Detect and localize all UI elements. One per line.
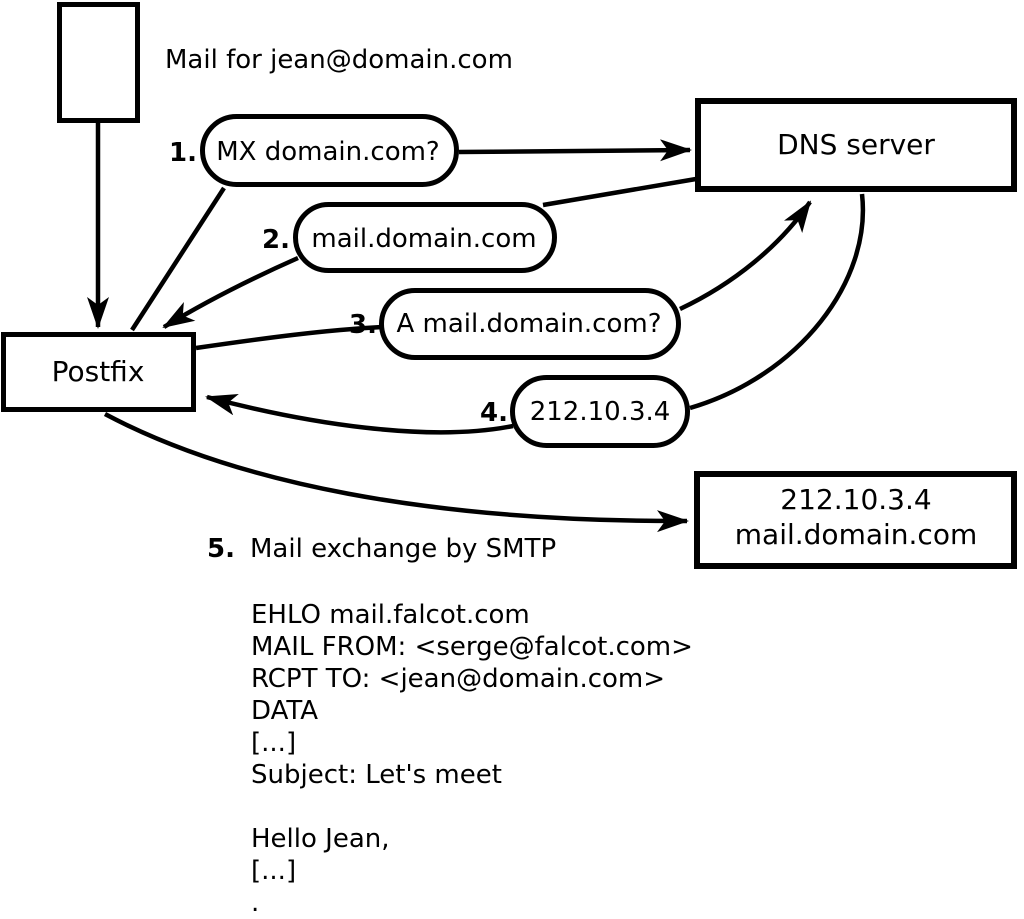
step1-number: 1. <box>169 138 197 168</box>
answer2-pill-shape <box>293 202 557 273</box>
dns-server-box <box>695 98 1017 192</box>
arrow-query1-to-dns <box>458 139 692 162</box>
answer4-pill-shape <box>510 375 690 448</box>
message-envelope-box <box>57 2 140 123</box>
step2-number: 2. <box>262 225 290 255</box>
step5-number: 5. <box>207 534 235 564</box>
step4-number: 4. <box>480 398 508 428</box>
query1-label: MX domain.com? <box>216 137 439 167</box>
mail-server-node: 212.10.3.4 mail.domain.com <box>694 471 1017 569</box>
postfix-label: Postfix <box>52 355 145 388</box>
smtp-line-terminator-dot: . <box>251 888 259 918</box>
step1-query-pill: 1. MX domain.com? <box>169 114 459 187</box>
step3-query-pill: 3. A mail.domain.com? <box>349 288 681 360</box>
mail-server-hostname: mail.domain.com <box>735 518 977 551</box>
arrow-answer4-to-postfix <box>205 394 514 435</box>
query3-pill-shape <box>379 288 681 360</box>
mail-server-box <box>694 471 1017 569</box>
step5-label: Mail exchange by SMTP <box>250 534 556 564</box>
postfix-box <box>1 332 196 412</box>
postfix-node: Postfix <box>1 332 196 412</box>
line-postfix-to-query1 <box>130 186 226 332</box>
step3-number: 3. <box>349 310 377 340</box>
smtp-line: RCPT TO: <jean@domain.com> <box>251 664 665 694</box>
line-postfix-to-query3 <box>195 324 383 351</box>
arrow-answer2-to-postfix <box>162 255 299 329</box>
answer4-label: 212.10.3.4 <box>530 397 671 427</box>
smtp-line: Hello Jean, <box>251 824 390 854</box>
annotation-mail-for: Mail for jean@domain.com <box>165 45 513 75</box>
dns-server-label: DNS server <box>777 128 935 161</box>
smtp-line: [...] <box>251 856 296 886</box>
arrow-postfix-to-mailserver <box>103 412 689 533</box>
step2-answer-pill: 2. mail.domain.com <box>262 202 557 273</box>
arrow-query3-to-dns <box>679 200 812 312</box>
query1-pill-shape <box>200 114 459 187</box>
line-dns-to-answer4 <box>689 193 866 411</box>
step5-label-group: 5. Mail exchange by SMTP <box>207 534 556 564</box>
smtp-line: [...] <box>251 728 296 758</box>
line-dns-to-answer2 <box>542 176 697 208</box>
query3-label: A mail.domain.com? <box>397 309 662 339</box>
smtp-line: MAIL FROM: <serge@falcot.com> <box>251 632 693 662</box>
dns-server-node: DNS server <box>695 98 1017 192</box>
smtp-line: Subject: Let's meet <box>251 760 502 790</box>
smtp-line: DATA <box>251 696 318 726</box>
mail-server-ip: 212.10.3.4 <box>780 483 931 516</box>
answer2-label: mail.domain.com <box>311 224 536 254</box>
smtp-line: EHLO mail.falcot.com <box>251 600 530 630</box>
smtp-session-transcript: EHLO mail.falcot.com MAIL FROM: <serge@f… <box>251 600 693 918</box>
step4-answer-pill: 4. 212.10.3.4 <box>480 375 690 448</box>
